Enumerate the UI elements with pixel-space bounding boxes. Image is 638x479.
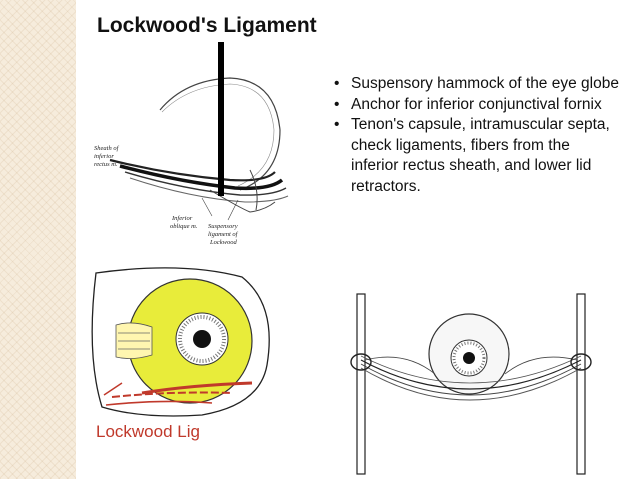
pupil [463, 352, 475, 364]
hammock-ligament [360, 355, 582, 384]
muscle-fibers [118, 332, 150, 350]
bullet-item: Suspensory hammock of the eye globe [331, 74, 621, 95]
figure-caption: Lockwood Lig [96, 422, 200, 441]
lockwood-anatomy-diagram: Sheath of inferior rectus m. Inferior ob… [94, 42, 289, 246]
bullet-item: Tenon's capsule, intramuscular septa, ch… [331, 115, 621, 197]
left-post [356, 293, 366, 475]
lid-outline [249, 169, 258, 211]
hammock-ligament [360, 359, 582, 390]
globe-outline [159, 77, 281, 191]
lockwood-ligament-band [119, 164, 284, 191]
hammock-eyeball-diagram [350, 293, 592, 475]
globe-inner-outline [161, 83, 275, 187]
decorative-side-stripe [0, 0, 76, 479]
left-knot [350, 353, 372, 371]
label-inferior-oblique: oblique m. [170, 223, 198, 230]
label-suspensory-ligament: Lockwood [209, 239, 237, 246]
lockwood-ligament-red [105, 400, 213, 406]
hammock-ligament [364, 356, 436, 375]
label-inferior-oblique: Inferior [171, 215, 193, 222]
yellow-eyeball-diagram [91, 267, 270, 417]
slide-title: Lockwood's Ligament [97, 14, 317, 37]
leader-line [201, 197, 213, 217]
pupil [193, 330, 211, 348]
hammock-ligament [360, 363, 582, 396]
label-sheath: inferior [94, 153, 114, 160]
lockwood-ligament-red [111, 391, 233, 398]
bullet-item: Anchor for inferior conjunctival fornix [331, 95, 621, 116]
muscle-fibers [129, 177, 289, 203]
right-knot [570, 353, 592, 371]
label-suspensory-ligament: ligament of [208, 231, 239, 238]
label-sheath: Sheath of [94, 145, 120, 152]
bullet-list: Suspensory hammock of the eye globe Anch… [331, 74, 621, 197]
inferior-oblique-muscle [209, 189, 276, 213]
lockwood-ligament-red [141, 381, 253, 395]
iris-texture [452, 341, 486, 375]
hammock-ligament [360, 367, 582, 401]
right-post [576, 293, 586, 475]
iris-texture [178, 315, 226, 363]
label-suspensory-ligament: Suspensory [208, 223, 238, 230]
muscle-fibers [124, 171, 287, 196]
ligament-pointer [103, 382, 123, 396]
label-sheath: rectus m. [94, 161, 118, 168]
leader-line [227, 199, 239, 221]
hammock-ligament [504, 356, 578, 375]
